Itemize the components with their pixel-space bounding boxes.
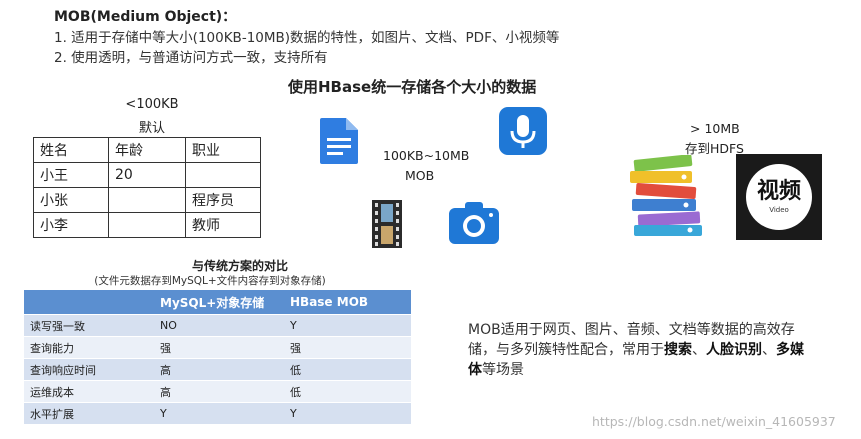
comparison-table: MySQL+对象存储 HBase MOB 读写强一致 NO Y 查询能力 强 强… bbox=[24, 290, 411, 424]
table-row: 读写强一致 NO Y bbox=[24, 314, 411, 337]
default-label: 默认 bbox=[138, 121, 165, 136]
mob-description: MOB适用于网页、图片、音频、文档等数据的高效存储，与多列簇特性配合，常用于搜索… bbox=[468, 320, 808, 380]
table-cell: 低 bbox=[284, 358, 411, 381]
table-cell: 小张 bbox=[33, 187, 109, 213]
video-icon-text: 视频 bbox=[756, 179, 801, 204]
table-cell: 强 bbox=[154, 336, 284, 359]
description-sep: 、 bbox=[692, 342, 706, 358]
table-cell: 教师 bbox=[185, 212, 261, 238]
table-row: 查询响应时间 高 低 bbox=[24, 358, 411, 381]
description-text: MOB适用于网页、图片、音频、文档等数据的高效存储，与多列簇特性配合，常用于 bbox=[468, 322, 795, 358]
description-suffix: 等场景 bbox=[482, 362, 524, 378]
main-title: 使用HBase统一存储各个大小的数据 bbox=[288, 78, 537, 96]
table-header bbox=[24, 290, 154, 315]
hdfs-label: 存到HDFS bbox=[685, 141, 744, 156]
table-cell: 小李 bbox=[33, 212, 109, 238]
hbase-sample-table: 姓名 年龄 职业 小王 20 小张 程序员 小李 教师 bbox=[33, 137, 261, 238]
keyword-face-recognition: 人脸识别 bbox=[706, 342, 762, 358]
table-header: HBase MOB bbox=[284, 290, 411, 315]
camera-icon bbox=[449, 202, 499, 244]
large-size-label: > 10MB bbox=[690, 121, 740, 136]
table-cell: Y bbox=[284, 402, 411, 424]
table-cell: 小王 bbox=[33, 162, 109, 188]
table-cell: 年龄 bbox=[108, 137, 186, 163]
bullet-1: 1. 适用于存储中等大小(100KB-10MB)数据的特性，如图片、文档、PDF… bbox=[54, 30, 560, 46]
document-icon bbox=[320, 118, 358, 164]
table-cell: 姓名 bbox=[33, 137, 109, 163]
comparison-header-row: MySQL+对象存储 HBase MOB bbox=[24, 290, 411, 315]
comparison-title: 与传统方案的对比 bbox=[191, 259, 288, 273]
table-cell bbox=[108, 187, 186, 213]
table-cell: Y bbox=[154, 402, 284, 424]
table-cell: NO bbox=[154, 314, 284, 337]
table-cell: 20 bbox=[108, 162, 186, 188]
table-row: 水平扩展 Y Y bbox=[24, 402, 411, 424]
table-row: 小李 教师 bbox=[33, 212, 261, 238]
table-cell: 查询能力 bbox=[24, 336, 154, 359]
table-row: 查询能力 强 强 bbox=[24, 336, 411, 359]
table-cell: 高 bbox=[154, 358, 284, 381]
video-icon-sub: Video bbox=[769, 206, 789, 214]
keyword-multimedia: 多媒体 bbox=[468, 342, 804, 378]
binders-icon bbox=[630, 155, 702, 236]
table-header-row: 姓名 年龄 职业 bbox=[33, 137, 261, 163]
video-icon-ring bbox=[746, 164, 812, 230]
medium-size-label: 100KB~10MB bbox=[383, 148, 470, 163]
table-cell: 查询响应时间 bbox=[24, 358, 154, 381]
bullet-2: 2. 使用透明，与普通访问方式一致，支持所有 bbox=[54, 50, 328, 66]
table-cell: 水平扩展 bbox=[24, 402, 154, 424]
table-cell: 强 bbox=[284, 336, 411, 359]
microphone-icon bbox=[499, 107, 547, 155]
table-header: MySQL+对象存储 bbox=[154, 290, 284, 315]
table-row: 运维成本 高 低 bbox=[24, 380, 411, 403]
film-icon bbox=[372, 200, 402, 248]
description-sep: 、 bbox=[762, 342, 776, 358]
table-cell bbox=[108, 212, 186, 238]
small-size-label: <100KB bbox=[125, 97, 179, 112]
mob-label: MOB bbox=[405, 168, 435, 183]
watermark-url: https://blog.csdn.net/weixin_41605937 bbox=[592, 414, 836, 429]
table-cell: 职业 bbox=[185, 137, 261, 163]
video-icon: 视频 Video bbox=[736, 154, 822, 240]
table-cell: Y bbox=[284, 314, 411, 337]
table-cell: 低 bbox=[284, 380, 411, 403]
table-cell bbox=[185, 162, 261, 188]
table-cell: 程序员 bbox=[185, 187, 261, 213]
table-cell: 运维成本 bbox=[24, 380, 154, 403]
table-row: 小王 20 bbox=[33, 162, 261, 188]
comparison-subtitle: (文件元数据存到MySQL+文件内容存到对象存储) bbox=[94, 275, 326, 287]
mob-title: MOB(Medium Object)： bbox=[54, 9, 237, 25]
keyword-search: 搜索 bbox=[664, 342, 692, 358]
table-cell: 高 bbox=[154, 380, 284, 403]
table-cell: 读写强一致 bbox=[24, 314, 154, 337]
table-row: 小张 程序员 bbox=[33, 187, 261, 213]
